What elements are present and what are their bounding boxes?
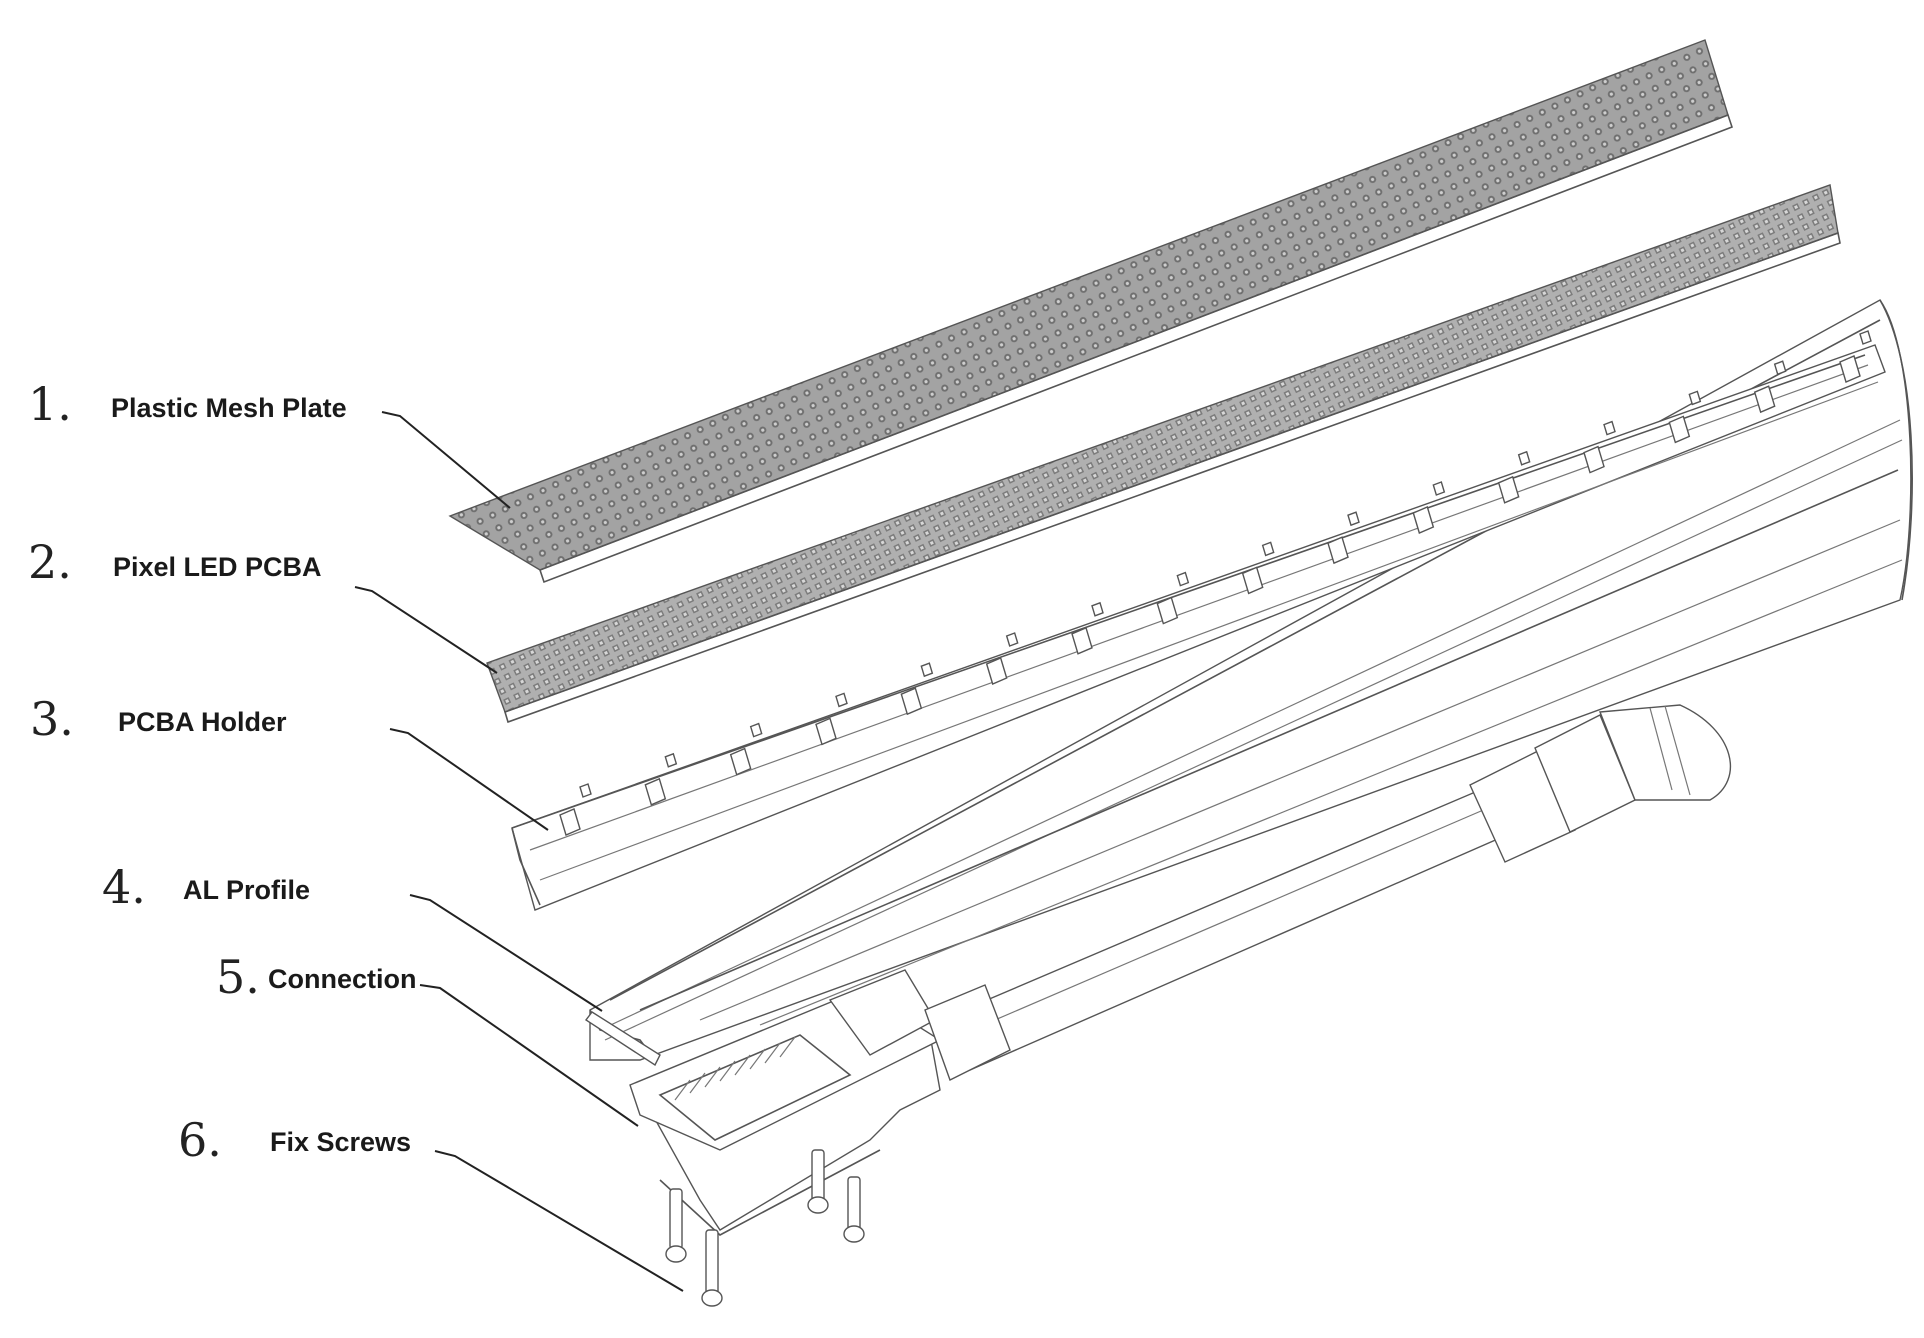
holder-boss (1839, 355, 1861, 383)
leader-line-6 (434, 1150, 684, 1292)
holder-boss (1241, 566, 1264, 595)
cable-highlight (959, 807, 1489, 1036)
holder-bosses (559, 330, 1872, 836)
holder-boss (729, 747, 752, 776)
holder-clip (1005, 632, 1019, 647)
leader-lines (354, 411, 684, 1292)
holder-boss (559, 808, 581, 836)
holder-front-face (511, 827, 541, 906)
leader-line-4 (409, 894, 603, 1012)
holder-top-rail (511, 354, 1866, 829)
al-profile-groove-1 (599, 419, 1901, 1031)
pcba-thickness (504, 231, 1841, 724)
label-1-number: 1. (28, 377, 72, 431)
al-profile-groove-2 (604, 439, 1903, 1041)
housing-gland (924, 984, 1011, 1081)
mesh-plate-thickness (538, 113, 1734, 584)
holder-clip (920, 662, 934, 678)
holder-clip (579, 783, 592, 798)
holder-clip (1773, 360, 1787, 376)
part-labels: 1. Plastic Mesh Plate 2. Pixel LED PCBA … (28, 377, 417, 1167)
holder-boss (985, 657, 1008, 685)
holder-clip (1347, 511, 1360, 527)
holder-clip (1603, 420, 1616, 436)
holder-bottom-rail (539, 381, 1879, 881)
pcba-holder (511, 330, 1886, 911)
holder-boss (1071, 626, 1093, 655)
holder-clip (1176, 571, 1190, 587)
al-profile-curve (1879, 299, 1913, 601)
holder-boss (1327, 536, 1349, 565)
screw-1 (665, 1188, 687, 1263)
pixel-led-pcba (486, 184, 1841, 724)
label-3-text: PCBA Holder (118, 707, 287, 737)
cable-plug-ring-2 (1664, 705, 1691, 796)
holder-boss (1668, 415, 1691, 444)
label-4-text: AL Profile (183, 875, 310, 905)
cable-plug-ring-1 (1649, 707, 1673, 791)
label-1-text: Plastic Mesh Plate (111, 393, 347, 423)
label-6-number: 6. (178, 1113, 222, 1167)
al-profile-groove-3 (639, 469, 1899, 1011)
screw-3 (807, 1149, 829, 1214)
holder-clip (664, 752, 678, 768)
holder-boss (1412, 506, 1435, 534)
holder-clip (1859, 330, 1872, 345)
label-3-number: 3. (30, 692, 74, 746)
holder-clip (1261, 541, 1275, 557)
housing-pins (674, 1036, 796, 1101)
label-6-text: Fix Screws (270, 1127, 411, 1157)
holder-boss (900, 687, 923, 716)
holder-clip (749, 722, 763, 738)
label-4-number: 4. (102, 860, 146, 914)
holder-boss (1156, 596, 1179, 625)
holder-clip (1688, 390, 1702, 406)
plastic-mesh-plate (448, 39, 1734, 584)
label-5-text: Connection (268, 964, 417, 994)
holder-boss (1497, 475, 1520, 504)
cable-plug-head (1599, 704, 1732, 801)
holder-boss (815, 717, 837, 746)
holder-inner-rail (529, 364, 1869, 851)
holder-tray (511, 344, 1886, 911)
leader-line-5 (419, 984, 639, 1127)
leader-line-1 (381, 411, 511, 509)
holder-clip (1091, 601, 1104, 617)
label-2-text: Pixel LED PCBA (113, 552, 322, 582)
screw-2 (701, 1229, 723, 1307)
leader-line-3 (389, 728, 549, 831)
fix-screws (665, 1149, 865, 1307)
holder-clip (835, 692, 848, 708)
label-5-number: 5. (216, 950, 260, 1004)
al-profile-groove-4 (699, 519, 1901, 1021)
holder-boss (644, 777, 667, 806)
al-profile-groove-5 (759, 559, 1903, 1026)
holder-clip (1432, 481, 1446, 496)
connection-housing (629, 969, 1011, 1236)
holder-boss (1583, 445, 1605, 474)
al-profile-end-face (584, 1011, 661, 1067)
screw-4 (843, 1176, 865, 1243)
holder-clip (1517, 450, 1531, 466)
housing-pin-block (658, 1034, 852, 1141)
leader-line-2 (354, 586, 498, 674)
label-2-number: 2. (28, 535, 72, 589)
holder-boss (1753, 385, 1776, 414)
